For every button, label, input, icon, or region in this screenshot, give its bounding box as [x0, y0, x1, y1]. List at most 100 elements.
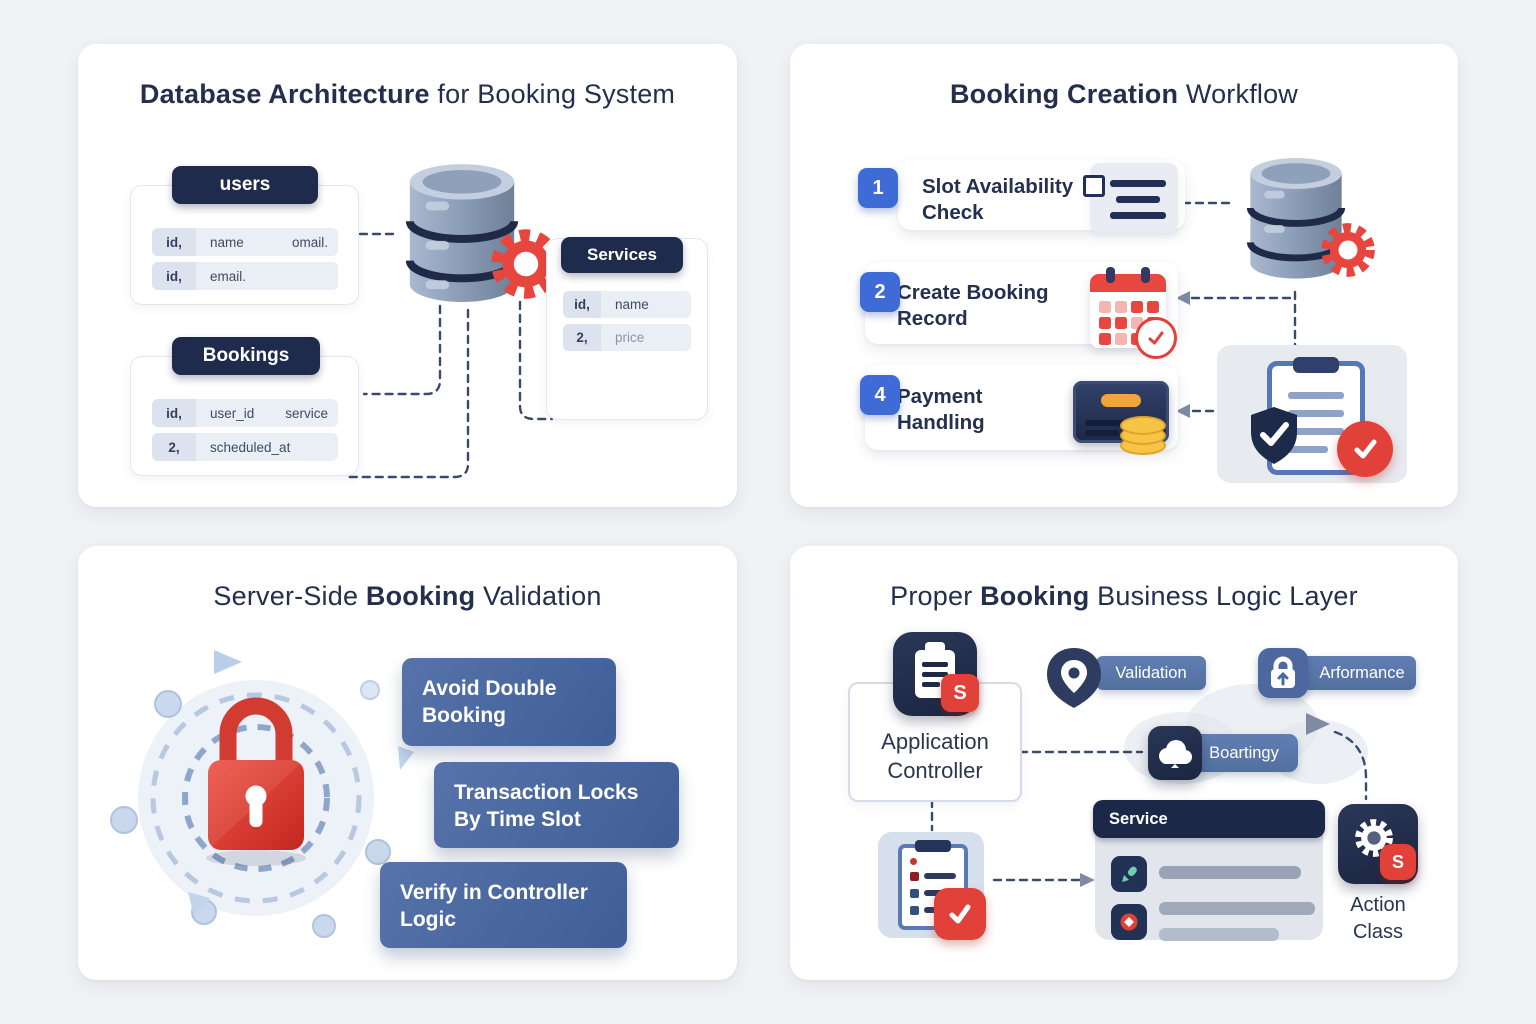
calendar-peg [1141, 267, 1150, 283]
title-pre: Proper [890, 581, 981, 611]
placeholder-bar [1159, 928, 1279, 941]
checklist-box [910, 889, 919, 898]
panel-title: Database Architecture for Booking System [78, 76, 737, 112]
checklist-box [910, 906, 919, 915]
cell-id: id, [152, 399, 196, 427]
target-icon [1111, 904, 1147, 940]
red-dot [910, 858, 917, 865]
clipboard-line [922, 672, 948, 677]
panel-title: Booking Creation Workflow [790, 76, 1458, 112]
table-row: 2, scheduled_at [152, 433, 338, 461]
validation-box: Transaction Locks By Time Slot [434, 762, 679, 848]
cell-id: id, [152, 262, 196, 290]
reader-slot [1101, 394, 1141, 407]
cell-name: name [210, 234, 244, 250]
list-icon [1083, 163, 1178, 233]
placeholder-bar [1159, 866, 1301, 879]
title-pre: Server-Side [213, 581, 366, 611]
table-row: id, name omail. [152, 228, 338, 256]
clipboard-line [922, 662, 948, 667]
cell-user-id: user_id [210, 405, 255, 421]
service-body [1095, 830, 1323, 941]
coins-icon [1120, 416, 1166, 458]
cell-id: 2, [563, 324, 601, 351]
table-row: id, name [563, 291, 691, 318]
calendar-header [1090, 274, 1166, 292]
s-badge: S [1380, 844, 1416, 880]
step-number-badge: 2 [860, 272, 900, 312]
shield-check-icon [1251, 407, 1297, 464]
arrow-glyph [188, 892, 210, 916]
arrow-glyph [398, 746, 414, 770]
lock-illustration [110, 650, 414, 938]
cell-id: id, [563, 291, 601, 318]
checklist-box [910, 872, 919, 881]
lock-shackle [219, 697, 293, 772]
cell-name: name [615, 297, 649, 312]
controller-label: Application Controller [881, 729, 989, 783]
inner-dashed-circle [182, 724, 330, 872]
calendar-check-icon [1090, 267, 1177, 359]
check-circle-icon [1135, 317, 1177, 359]
step-number-badge: 1 [858, 168, 898, 208]
checklist-clipboard-icon [878, 832, 986, 940]
boartingy-badge: Boartingy [1190, 734, 1298, 772]
panel-database-architecture: Database Architecture for Booking System… [78, 44, 737, 507]
title-bold: Booking [365, 581, 476, 611]
connector-lines [344, 232, 554, 479]
cell-id: id, [152, 228, 196, 256]
title-rest: Business Logic Layer [1089, 581, 1358, 611]
panel-title: Proper Booking Business Logic Layer [790, 578, 1458, 614]
list-bar [1110, 180, 1166, 187]
panel-title: Server-Side Booking Validation [78, 578, 737, 614]
users-table-header: users [172, 166, 318, 204]
clipboard-clip [915, 840, 951, 852]
table-row: id, email. [152, 262, 338, 290]
service-header: Service [1093, 800, 1325, 838]
clipboard-line [1288, 392, 1344, 399]
gear-icon [1321, 223, 1375, 277]
title-bold: Database Architecture [139, 79, 430, 109]
table-row: id, user_id service [152, 399, 338, 427]
list-bar [1116, 196, 1160, 203]
cell-service: service [285, 405, 328, 421]
pen-icon [1111, 856, 1147, 892]
clipboard-clip [1293, 357, 1339, 373]
title-bold: Booking [980, 581, 1090, 611]
validation-badge: Validation [1096, 656, 1206, 690]
clipboard-line [1288, 446, 1328, 453]
title-rest: for Booking System [429, 79, 676, 109]
validation-box: Avoid Double Booking [402, 658, 616, 746]
list-bar [1110, 212, 1166, 219]
title-rest: Validation [475, 581, 602, 611]
clipboard-line [922, 682, 940, 687]
controller-clipboard-icon: S [893, 632, 979, 716]
services-table: Services id, name 2, price [546, 237, 708, 420]
services-table-header: Services [561, 237, 683, 273]
confirmation-box [1217, 345, 1407, 483]
bookings-table-header: Bookings [172, 337, 320, 375]
check-circle-icon [1337, 421, 1393, 477]
clipboard-line [1288, 428, 1344, 435]
database-icon [1246, 157, 1346, 279]
cell-price: price [615, 330, 645, 345]
step-label: Payment Handling [897, 385, 985, 435]
cell-email: omail. [291, 234, 328, 250]
check-badge-icon [934, 888, 986, 940]
users-table: id, name omail. id, email. [130, 185, 359, 305]
reader-stripe [1085, 430, 1119, 436]
placeholder-bar [1159, 902, 1315, 915]
cell-id: 2, [152, 433, 196, 461]
table-row: 2, price [563, 324, 691, 351]
outer-dashed-circle [150, 692, 362, 904]
cell-email: email. [210, 268, 247, 284]
cell-scheduled-at: scheduled_at [210, 439, 291, 455]
bookings-table: id, user_id service 2, scheduled_at [130, 356, 359, 476]
shield-pin-icon [1047, 648, 1101, 708]
arrow-glyph [214, 650, 242, 674]
action-class-label: Action Class [1350, 894, 1406, 943]
panel-server-validation: Server-Side Booking Validation Avoid Dou… [78, 546, 737, 980]
calendar-peg [1106, 267, 1115, 283]
cloud-icon [1148, 726, 1202, 780]
